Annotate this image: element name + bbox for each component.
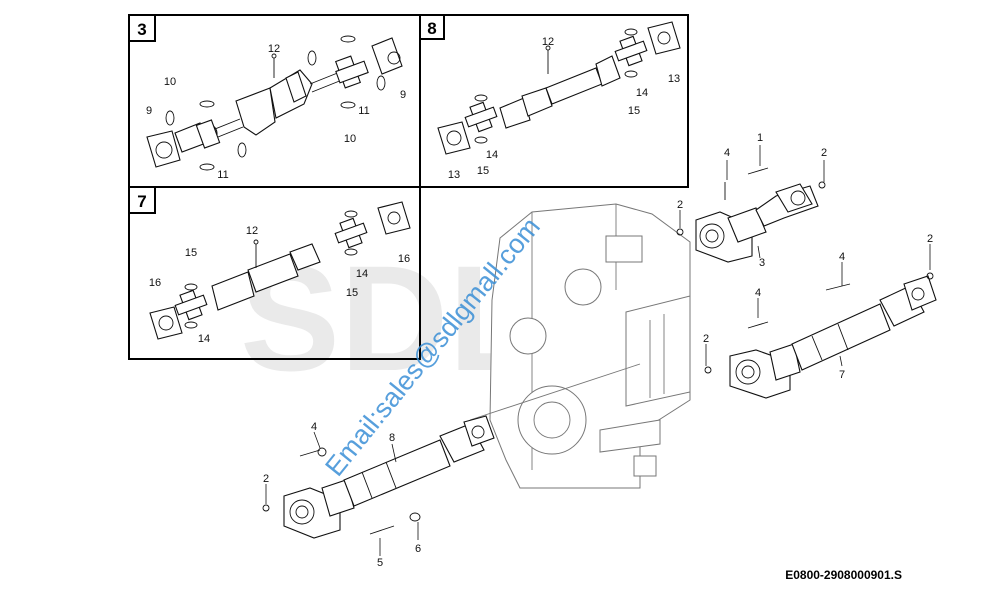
box8-callout-12: 12 [542, 36, 554, 48]
callout-4-top: 4 [724, 147, 730, 159]
box8-callout-14-right: 14 [636, 87, 648, 99]
box8-shaft-assembly [437, 21, 681, 155]
box3-shaft-assembly [146, 35, 403, 171]
callout-5: 5 [377, 557, 383, 569]
detail-box-3-number: 3 [137, 20, 146, 39]
callout-4-right: 4 [839, 251, 845, 263]
box8-callout-13-right: 13 [668, 73, 680, 85]
box3-callout-12: 12 [268, 43, 280, 55]
callout-6: 6 [415, 543, 421, 555]
callout-2-far-right: 2 [927, 233, 933, 245]
box8-callout-13-left: 13 [448, 169, 460, 181]
box3-callout-9-left: 9 [146, 105, 152, 117]
box3-callout-9-right: 9 [400, 89, 406, 101]
detail-box-7-number: 7 [137, 192, 146, 211]
detail-box-8-number: 8 [427, 19, 436, 38]
callout-2-top-right: 2 [821, 147, 827, 159]
box8-callout-15-left: 15 [477, 165, 489, 177]
box7-callout-16-right: 16 [398, 253, 410, 265]
callout-8: 8 [389, 432, 395, 444]
box7-callout-12: 12 [246, 225, 258, 237]
box8-callout-15-right: 15 [628, 105, 640, 117]
box3-callout-11-lower: 11 [217, 169, 228, 181]
callout-4-mid: 4 [755, 287, 761, 299]
callout-3: 3 [759, 257, 765, 269]
box3-callout-10-right: 10 [344, 133, 356, 145]
callout-2-bottom-left: 2 [263, 473, 269, 485]
driveshaft-3 [676, 167, 826, 263]
drawing-reference-code: E0800-2908000901.S [785, 568, 902, 582]
detail-box-7: 7 12 15 15 16 16 14 14 [128, 186, 421, 360]
callout-4-bottom: 4 [311, 421, 317, 433]
driveshaft-7 [704, 272, 937, 399]
main-callouts: 1 4 2 2 3 2 4 4 2 7 4 8 2 5 6 [263, 132, 933, 569]
detail-box-3: 3 [128, 14, 421, 188]
box7-callout-14-right: 14 [356, 268, 368, 280]
box7-shaft-assembly [149, 201, 411, 340]
box3-callout-10-left: 10 [164, 76, 176, 88]
box7-callout-15-left: 15 [185, 247, 197, 259]
callout-2-lower-mid: 2 [703, 333, 709, 345]
callout-2-mid: 2 [677, 199, 683, 211]
box7-callout-16-left: 16 [149, 277, 161, 289]
box7-callout-15-right: 15 [346, 287, 358, 299]
callout-7: 7 [839, 369, 845, 381]
gearbox-housing [469, 203, 691, 489]
detail-box-8: 8 12 13 13 14 14 15 15 [419, 14, 689, 188]
callout-1: 1 [757, 132, 763, 144]
box7-callout-14-left: 14 [198, 333, 210, 345]
driveshaft-8 [262, 415, 495, 539]
box3-callout-11-upper: 11 [358, 105, 369, 117]
box8-callout-14-left: 14 [486, 149, 498, 161]
